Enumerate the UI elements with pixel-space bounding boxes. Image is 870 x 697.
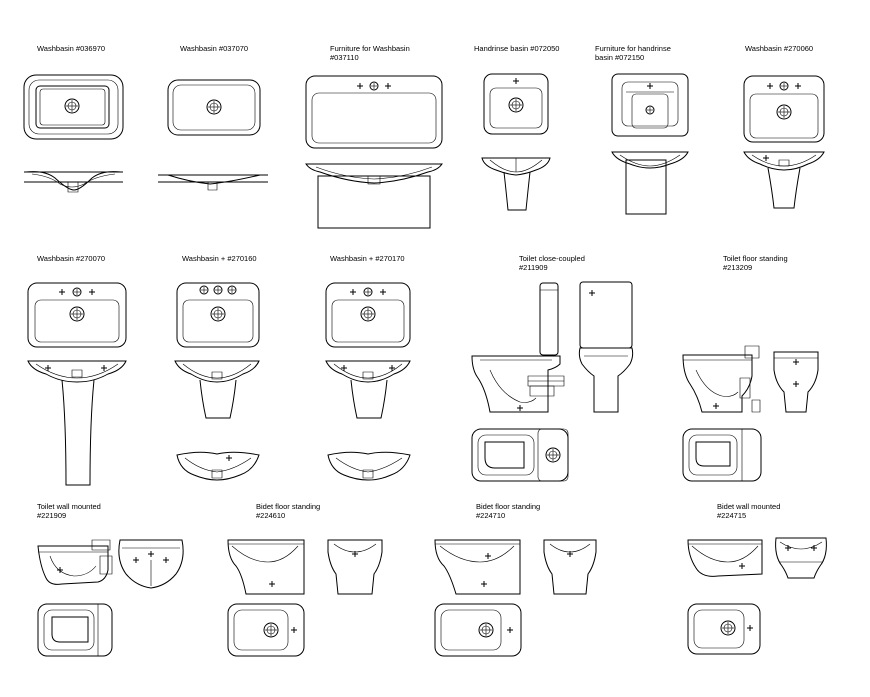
bidet-224610-side [228,540,304,594]
label-toilet-wall-mounted: Toilet wall mounted#221909 [37,502,101,520]
washbasin-270060-elevation [744,152,824,208]
label-bidet-floor-224710: Bidet floor standing#224710 [476,502,541,520]
bidet-wall-mounted-front [776,538,827,578]
label-washbasin-270160: Washbasin + #270160 [182,254,257,263]
label-washbasin-270170: Washbasin + #270170 [330,254,405,263]
bidet-wall-mounted-plan [688,604,760,654]
label-handrinse-basin: Handrinse basin #072050 [474,44,560,53]
bidet-224610-front [328,540,382,594]
label-furniture-washbasin: Furniture for Washbasin#037110 [330,44,410,62]
handrinse-072050-plan [484,74,548,134]
furniture-037110-elevation [306,164,442,228]
washbasin-037070-elevation [158,175,268,190]
toilet-close-coupled-plan [472,429,568,481]
furniture-037110-plan [306,76,442,148]
washbasin-270160-underside [177,452,259,480]
toilet-wall-mounted-front [119,540,183,588]
label-washbasin-270070: Washbasin #270070 [37,254,106,263]
toilet-close-coupled-side [472,283,564,412]
furniture-072150-elevation [612,152,688,214]
washbasin-037070-plan [168,80,260,135]
washbasin-270060-plan [744,76,824,142]
washbasin-270170-elevation [326,361,410,418]
label-washbasin-037070: Washbasin #037070 [180,44,249,53]
toilet-wall-mounted-plan [38,604,112,656]
furniture-072150-plan [612,74,688,136]
toilet-close-coupled-front [579,282,632,412]
washbasin-036970-elevation [24,172,123,192]
bidet-224710-front [544,540,596,594]
toilet-floor-standing-front [774,352,818,412]
label-washbasin-036970: Washbasin #036970 [37,44,106,53]
bidet-224610-plan [228,604,304,656]
label-bidet-wall-mounted: Bidet wall mounted#224715 [717,502,781,520]
toilet-wall-mounted-side [38,540,112,584]
washbasin-270170-plan [326,283,410,347]
washbasin-270160-plan [177,283,259,347]
toilet-floor-standing-side [683,346,760,412]
washbasin-270070-plan [28,283,126,347]
label-toilet-close-coupled: Toilet close-coupled#211909 [519,254,585,272]
label-bidet-floor-224610: Bidet floor standing#224610 [256,502,321,520]
toilet-floor-standing-plan [683,429,761,481]
label-toilet-floor-standing: Toilet floor standing#213209 [723,254,788,272]
washbasin-036970-plan [24,75,123,139]
washbasin-270070-elevation [28,361,126,485]
bidet-wall-mounted-side [688,540,762,576]
label-washbasin-270060: Washbasin #270060 [745,44,814,53]
washbasin-270170-underside [328,452,410,480]
handrinse-072050-elevation [482,158,550,210]
bidet-224710-plan [435,604,521,656]
bidet-224710-side [435,540,520,594]
washbasin-270160-elevation [175,361,259,418]
